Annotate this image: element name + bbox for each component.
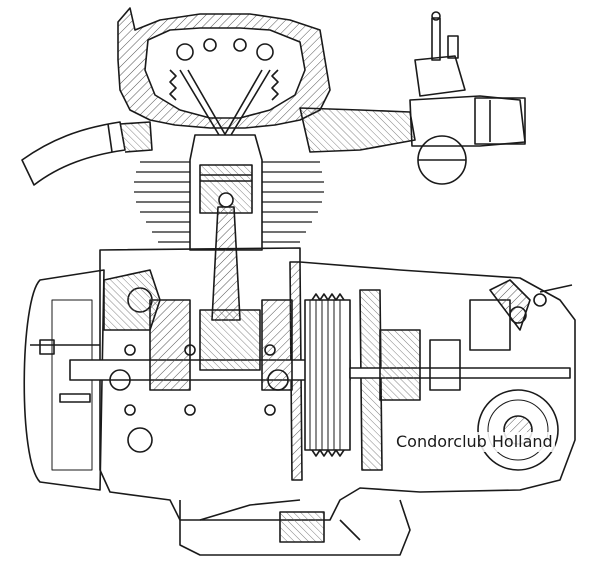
intake-and-carburettor [299,11,526,185]
watermark-text: Condorclub Holland [394,432,555,452]
clutch-assembly [304,293,351,457]
alternator-cover [23,269,105,491]
gearbox [349,279,573,401]
cylinder-head [117,7,331,141]
timing-gears [103,269,161,453]
crankshaft [69,299,351,416]
exhaust-pipe [21,121,153,186]
cylinder-barrel [134,134,324,321]
final-drive-pinion [477,389,559,471]
oil-sump [179,499,411,556]
